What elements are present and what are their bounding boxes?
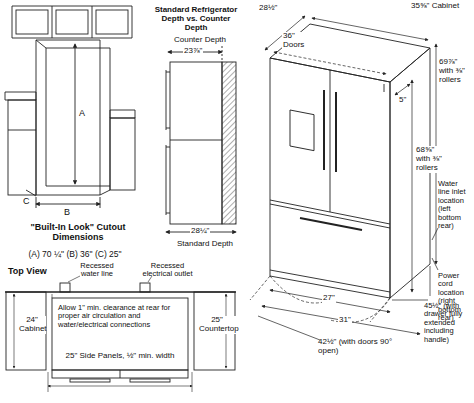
dimension-label: Counter Depth [170,36,230,45]
location-note: Recessed electrical outlet [140,262,195,279]
dimension-value: 69⅞" with ⅜" rollers [439,58,471,85]
dimension-value: 23⅞" [183,47,203,56]
cutout-dimensions: (A) 70 ¼" (B) 36" (C) 25" [10,250,140,260]
depth-profile [166,46,236,232]
dimension-value: 25" Side Panels, ½" min. width [56,352,184,361]
dimension-value: 5" [398,96,407,105]
dimension-value: 28½" [258,4,278,13]
dimension-value: 35⅝" Cabinet [410,2,470,11]
dimension-letter: C [22,196,31,206]
clearance-note: Allow 1" min. clearance at rear for prop… [58,304,182,329]
cabinet-sketch [5,6,135,208]
refrigerator-body [270,24,430,298]
top-view [5,276,236,392]
dimension-value: 27" [322,294,336,303]
dimension-value: 42½" (with doors 90° open) [318,338,408,356]
dimension-value: 24" Cabinet [18,316,46,334]
view-heading: Top View [8,266,47,276]
location-note: Water line inlet location (left bottom r… [438,180,471,230]
dimension-letter: B [63,207,71,217]
dimension-value: 45½" (with drawer fully extended includi… [424,302,471,344]
dimension-value: 25" Countertop [198,316,236,334]
dimension-value: 68⅝" with ⅜" rollers [415,146,447,173]
dimension-letter: A [78,108,86,118]
dimension-value: 28¼" [190,227,210,236]
dimension-lines [250,16,438,340]
figure-heading: Standard Refrigerator Depth vs. Counter … [150,6,242,33]
dimension-value: 36" Doors [282,32,314,50]
figure-heading: "Built-In Look" Cutout Dimensions [28,222,128,242]
location-note: Recessed water line [72,262,122,279]
dimension-label: Standard Depth [170,240,240,249]
dimension-value: 31" [338,316,352,325]
